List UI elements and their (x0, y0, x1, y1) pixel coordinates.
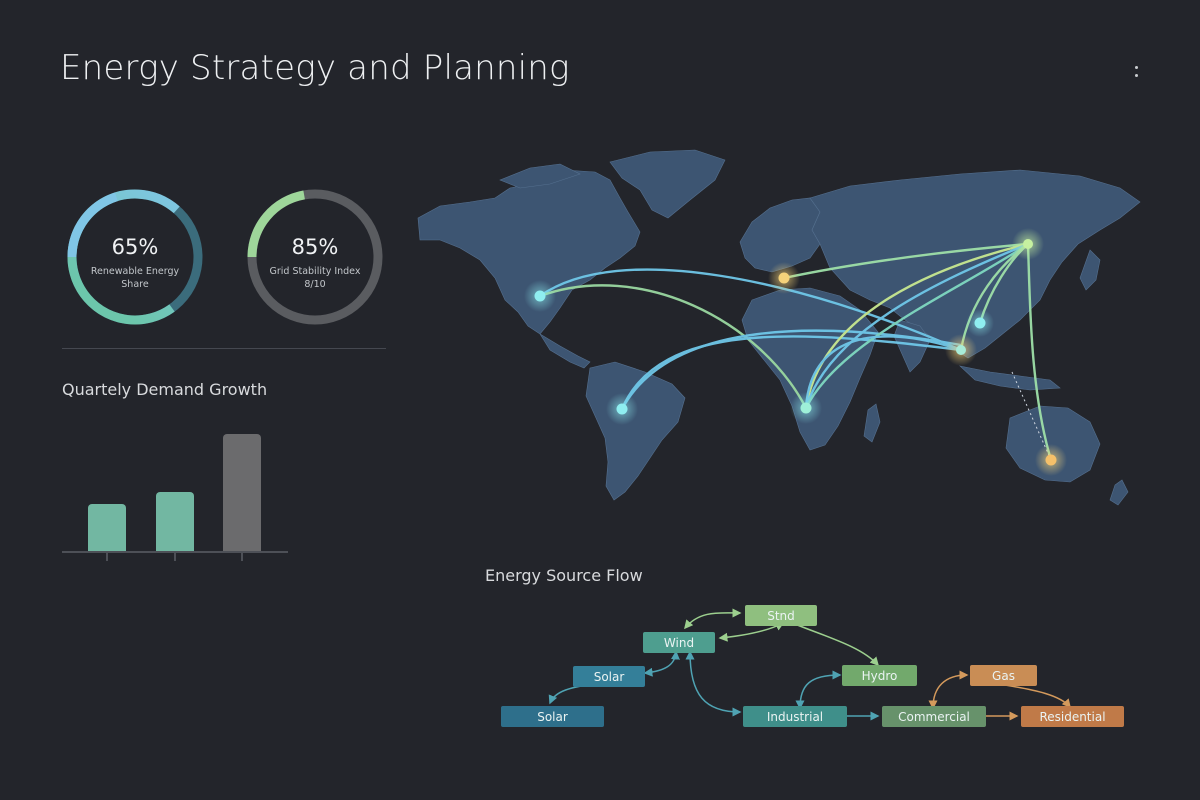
flow-node-commercial[interactable]: Commercial (882, 706, 986, 727)
flow-node-hydro[interactable]: Hydro (842, 665, 917, 686)
gauge-label: Renewable Energy Share (73, 265, 197, 291)
kebab-dot (1134, 73, 1138, 77)
flow-node-gas[interactable]: Gas (970, 665, 1037, 686)
continents (417, 149, 1141, 506)
x-axis (62, 551, 288, 553)
energy-flow-diagram: Stnd Wind Solar Solar Hydro Gas Industri… (490, 595, 1190, 745)
page-title: Energy Strategy and Planning (60, 48, 570, 88)
gauge-value: 65% (111, 235, 159, 259)
bar-q1[interactable] (88, 504, 126, 551)
flow-node-solar-upper[interactable]: Solar (573, 666, 645, 687)
grid-stability-gauge: 85% Grid Stability Index 8/10 (243, 185, 387, 329)
gauge-value: 85% (291, 235, 339, 259)
flow-node-wind[interactable]: Wind (643, 632, 715, 653)
gauge-label-line1: Grid Stability Index (269, 266, 361, 277)
flow-node-solar-lower[interactable]: Solar (501, 706, 604, 727)
flow-title: Energy Source Flow (485, 566, 643, 585)
world-energy-map[interactable] (400, 140, 1200, 540)
gauge-label-line1: Renewable Energy (90, 266, 180, 277)
donut-ring-icon (67, 189, 203, 325)
renewable-share-gauge: 65% Renewable Energy Share (63, 185, 207, 329)
dotted-link (1011, 371, 1052, 461)
gauge-label-line2: Share (121, 279, 149, 290)
donut-ring-icon (247, 189, 383, 325)
flow-node-industrial[interactable]: Industrial (743, 706, 847, 727)
x-tick (106, 553, 108, 561)
hub-markers (524, 228, 1067, 476)
flow-node-residential[interactable]: Residential (1021, 706, 1124, 727)
world-map-icon (417, 149, 1141, 506)
bar-q2[interactable] (156, 492, 194, 551)
x-tick (174, 553, 176, 561)
kebab-menu-icon[interactable] (1128, 60, 1144, 82)
kebab-dot (1134, 65, 1138, 69)
demand-bar-chart (60, 420, 290, 561)
demand-chart-title: Quartely Demand Growth (62, 380, 268, 399)
section-divider (62, 348, 386, 349)
bar-q3[interactable] (223, 434, 261, 551)
gauge-label: Grid Stability Index 8/10 (253, 265, 377, 291)
flow-node-stnd[interactable]: Stnd (745, 605, 817, 626)
x-tick (241, 553, 243, 561)
gauge-label-line2: 8/10 (304, 279, 326, 290)
